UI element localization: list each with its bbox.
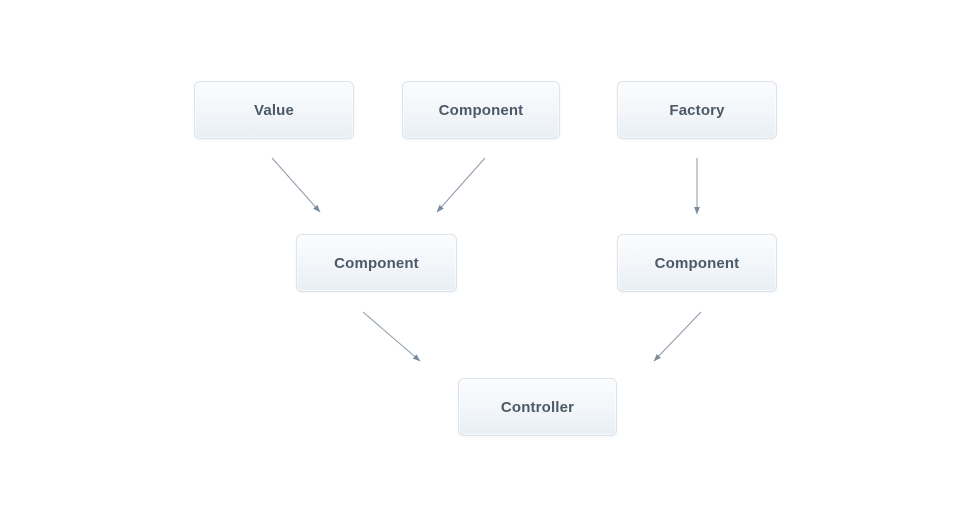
edge-value-to-component-mid-left (271, 157, 321, 213)
node-controller[interactable]: Controller (458, 378, 617, 436)
edge-component-mid-right-to-controller (653, 311, 702, 362)
node-component-mid-left[interactable]: Component (296, 234, 457, 292)
node-value[interactable]: Value (194, 81, 354, 139)
node-label-component-mid-left: Component (334, 254, 419, 272)
node-label-component-mid-right: Component (654, 254, 740, 272)
node-component-mid-right[interactable]: Component (617, 234, 777, 292)
edge-component-top-to-component-mid-left (436, 157, 486, 213)
edge-component-mid-left-to-controller (362, 311, 421, 362)
node-factory[interactable]: Factory (617, 81, 777, 139)
node-label-component-top: Component (438, 101, 524, 119)
node-component-top[interactable]: Component (402, 81, 560, 139)
node-label-factory: Factory (669, 101, 725, 119)
node-label-controller: Controller (500, 398, 575, 416)
node-label-value: Value (254, 101, 294, 119)
